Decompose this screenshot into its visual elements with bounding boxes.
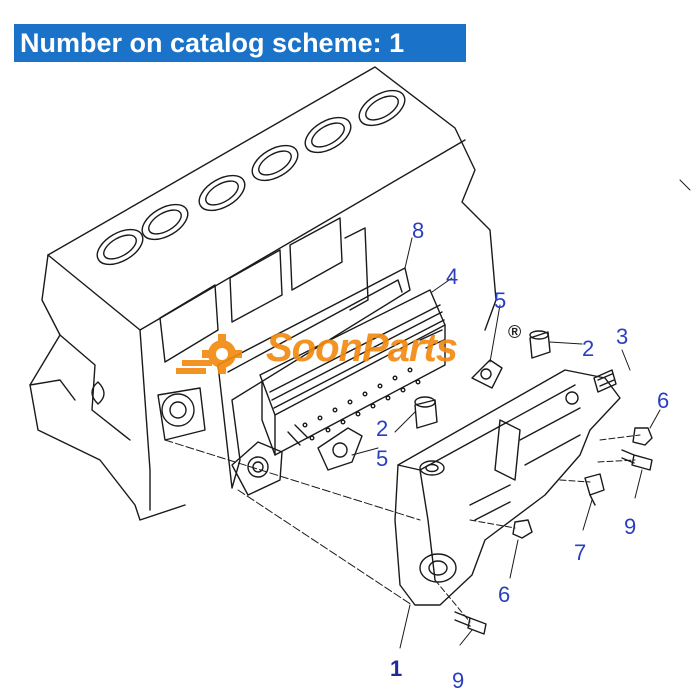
callout-9-right: 9 xyxy=(624,514,637,539)
sensor-part-7 xyxy=(584,473,605,506)
callout-7: 7 xyxy=(574,540,587,565)
callout-2-upper: 2 xyxy=(582,336,595,361)
callout-6-right: 6 xyxy=(657,388,670,413)
callout-6-bottom: 6 xyxy=(498,582,511,607)
gasket-part-5-lower xyxy=(317,427,363,471)
callout-3: 3 xyxy=(616,324,629,349)
plug-part-2-upper xyxy=(529,330,551,359)
leader-lines xyxy=(164,179,691,649)
catalog-scheme-title: Number on catalog scheme: 1 xyxy=(14,24,466,62)
callout-4: 4 xyxy=(446,264,459,289)
engine-block xyxy=(29,66,497,521)
plug-part-3 xyxy=(593,369,617,393)
callout-5-middle: 5 xyxy=(376,446,389,471)
callout-1: 1 xyxy=(390,656,403,681)
soonparts-watermark: SoonParts ® xyxy=(172,322,532,382)
callout-8: 8 xyxy=(412,218,425,243)
gasket-part-5-upper xyxy=(471,359,503,389)
registered-mark: ® xyxy=(508,322,522,342)
callout-2-middle: 2 xyxy=(376,416,389,441)
bolt-part-9-bottom xyxy=(454,611,487,635)
callout-9-bottom: 9 xyxy=(452,668,465,693)
mounting-flange xyxy=(231,441,283,496)
nut-part-6-right xyxy=(632,427,653,446)
plug-part-2-middle xyxy=(414,396,438,429)
callout-5-upper: 5 xyxy=(494,288,507,313)
oil-cooler-cover-part-1 xyxy=(394,369,621,606)
gear-logo-icon xyxy=(176,334,242,374)
oil-cooler-element-part-4 xyxy=(259,289,446,456)
watermark-text: SoonParts xyxy=(266,326,458,370)
nut-part-6-bottom xyxy=(512,519,533,539)
